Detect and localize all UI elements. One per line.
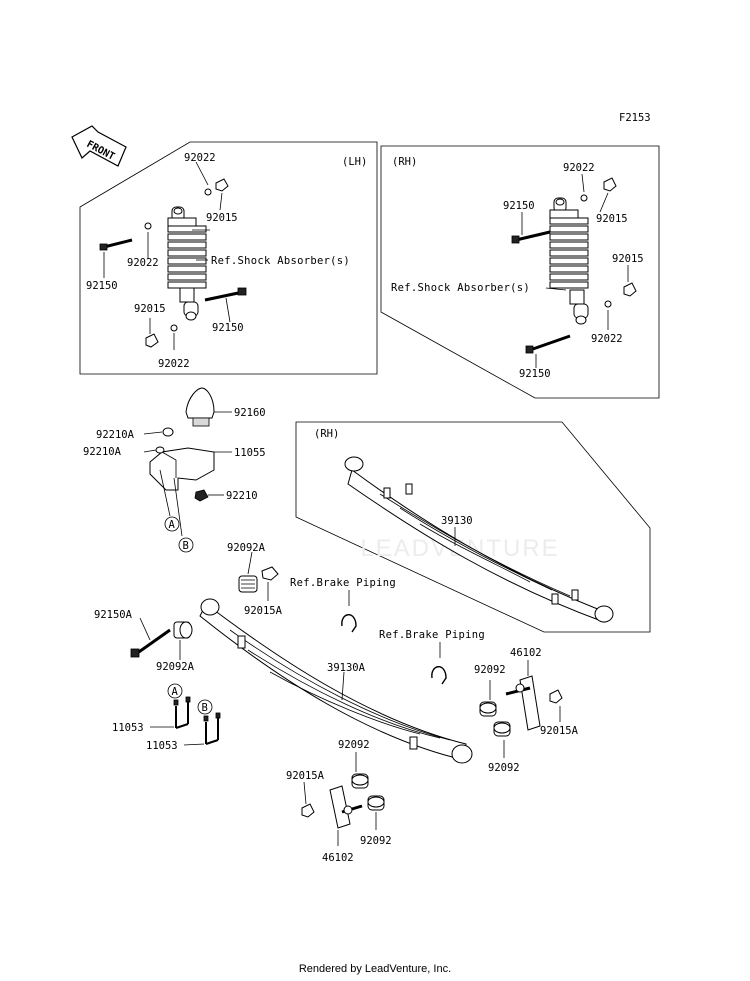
lh-shock-panel: (LH) 92022	[79, 141, 378, 375]
brake-clamp-icon	[431, 666, 447, 685]
marker-b: B	[197, 699, 213, 715]
washer-icon	[580, 194, 588, 202]
washer-icon	[170, 324, 178, 332]
part-label: 92022	[184, 152, 216, 164]
figure-code: F2153	[619, 112, 651, 124]
u-bolt-icon	[203, 712, 221, 745]
part-label: 92022	[127, 257, 159, 269]
part-label: 92022	[158, 358, 190, 370]
ref-label: Ref.Shock Absorber(s)	[391, 282, 530, 294]
part-label: 92150	[503, 200, 535, 212]
part-label: 92160	[234, 407, 266, 419]
bushing-icon	[493, 721, 511, 737]
part-label: 46102	[322, 852, 354, 864]
panel-label-rh: (RH)	[392, 156, 417, 168]
part-label: 92092	[338, 739, 370, 751]
nut-icon	[603, 177, 617, 192]
bump-stop-assembly	[149, 387, 215, 537]
part-label: 92015	[206, 212, 238, 224]
rh-spring-panel: (RH) LEADVENTURE 39130	[295, 421, 651, 633]
part-label: 92092	[488, 762, 520, 774]
part-label: 92022	[563, 162, 595, 174]
bolt-icon	[237, 287, 247, 296]
nut-icon	[261, 566, 279, 581]
svg-text:A: A	[172, 686, 179, 698]
nut-icon	[301, 803, 315, 818]
part-label: 92150A	[94, 609, 133, 621]
part-label: 46102	[510, 647, 542, 659]
bolt-icon	[99, 243, 108, 251]
bolt-icon	[130, 648, 140, 658]
panel-label-lh: (LH)	[342, 156, 367, 168]
part-label: 39130	[441, 515, 473, 527]
marker-a: A	[167, 683, 183, 699]
part-label: 92015	[134, 303, 166, 315]
panel-label-rh-spring: (RH)	[314, 428, 339, 440]
part-label: 92210A	[96, 429, 135, 441]
part-label: 92092	[474, 664, 506, 676]
ref-label: Ref.Brake Piping	[290, 577, 396, 589]
part-label: 92015A	[244, 605, 283, 617]
part-label: 92092A	[227, 542, 266, 554]
footer-credit: Rendered by LeadVenture, Inc.	[298, 963, 452, 975]
leaf-spring-rh	[344, 456, 614, 623]
rh-shock-panel: (RH) 92022 92150 92015 92015 Ref.Shock A…	[380, 145, 660, 399]
svg-text:B: B	[183, 540, 189, 552]
bushing-icon	[351, 773, 369, 789]
svg-text:B: B	[202, 702, 208, 714]
part-label: 92015A	[286, 770, 325, 782]
nut-icon	[145, 333, 159, 348]
ref-label: Ref.Shock Absorber(s)	[211, 255, 350, 267]
marker-a: A	[164, 516, 180, 532]
nut-icon	[549, 689, 563, 704]
washer-icon	[604, 300, 612, 308]
part-label: 92092A	[156, 661, 195, 673]
part-label: 11053	[112, 722, 144, 734]
part-label: 92210	[226, 490, 258, 502]
part-label: 92150	[86, 280, 118, 292]
part-label: 92015	[612, 253, 644, 265]
part-label: 11055	[234, 447, 266, 459]
washer-icon	[204, 188, 212, 196]
part-label: 92150	[519, 368, 551, 380]
part-label: 92210A	[83, 446, 122, 458]
nut-icon	[623, 282, 637, 297]
part-label: 92150	[212, 322, 244, 334]
shock-absorber-lh	[167, 206, 210, 321]
washer-icon	[144, 222, 152, 230]
part-label: 11053	[146, 740, 178, 752]
brake-clamp-icon	[341, 614, 357, 633]
shackle-right	[505, 675, 541, 731]
bushing-icon	[479, 701, 497, 717]
u-bolt-icon	[173, 696, 191, 729]
svg-text:A: A	[169, 519, 176, 531]
bushing-icon	[367, 795, 385, 811]
nut-icon	[215, 178, 229, 192]
front-arrow-icon: FRONT	[71, 125, 127, 167]
part-label: 92015A	[540, 725, 579, 737]
shackle-bottom	[329, 785, 363, 829]
ref-label: Ref.Brake Piping	[379, 629, 485, 641]
part-label: 92022	[591, 333, 623, 345]
bolt-icon	[525, 345, 534, 354]
part-label: 92092	[360, 835, 392, 847]
part-label: 39130A	[327, 662, 366, 674]
bushing-icon	[173, 621, 193, 639]
shock-absorber-rh	[549, 197, 589, 325]
marker-b: B	[178, 537, 194, 553]
bushing-icon	[238, 575, 258, 593]
leaf-spring-lh	[199, 598, 473, 764]
bolt-icon	[511, 235, 520, 244]
part-label: 92015	[596, 213, 628, 225]
